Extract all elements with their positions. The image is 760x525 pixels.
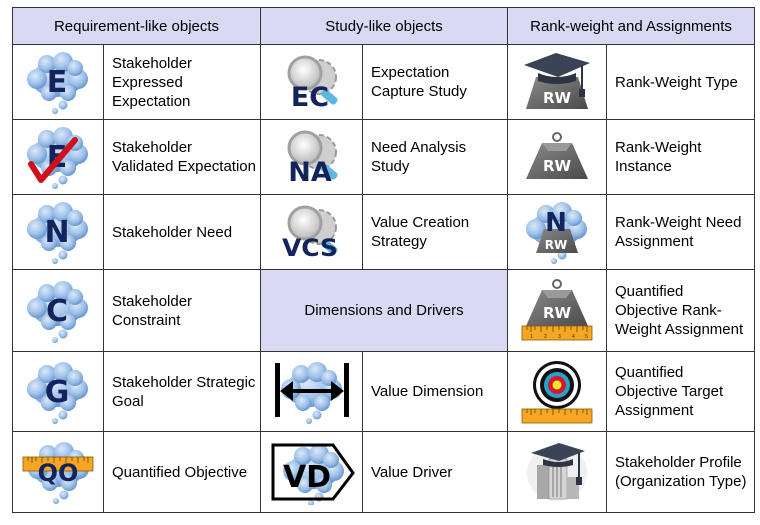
rank-label: Rank-Weight Type bbox=[606, 44, 756, 120]
requirement-label: Stakeholder Validated Expectation bbox=[102, 119, 262, 195]
dimension-icon-cell bbox=[260, 351, 364, 432]
cloud-e-icon: E bbox=[27, 52, 88, 114]
svg-text:4: 4 bbox=[572, 334, 575, 340]
study-icon-cell: NA bbox=[260, 119, 364, 195]
rank-icon-cell bbox=[507, 431, 608, 513]
study-label: Need Analysis Study bbox=[362, 119, 509, 195]
study-label: Value Creation Strategy bbox=[362, 194, 509, 270]
svg-text:RW: RW bbox=[543, 89, 572, 107]
dimensions-header: Dimensions and Drivers bbox=[260, 269, 509, 352]
value-dimension-arrow-icon bbox=[274, 361, 349, 424]
svg-text:1: 1 bbox=[530, 334, 533, 340]
svg-text:RW: RW bbox=[543, 157, 572, 175]
svg-text:RW: RW bbox=[543, 304, 572, 322]
study-label: Expectation Capture Study bbox=[362, 44, 509, 120]
rank-label: Stakeholder Profile (Organization Type) bbox=[606, 431, 756, 513]
svg-text:3: 3 bbox=[558, 334, 561, 340]
svg-text:2: 2 bbox=[544, 334, 547, 340]
requirement-label: Stakeholder Strategic Goal bbox=[102, 351, 262, 432]
requirement-icon-cell: C bbox=[12, 269, 104, 352]
graduation-cap-building-icon bbox=[527, 443, 588, 501]
dimension-label: Value Dimension bbox=[362, 351, 509, 432]
dimension-label: Value Driver bbox=[362, 431, 509, 513]
dimension-icon-cell: VD bbox=[260, 431, 364, 513]
rank-header: Rank-weight and Assignments bbox=[507, 7, 756, 45]
weight-cloud-n-rw-icon: N RW bbox=[526, 202, 588, 264]
magnifier-gear-na-icon: NA bbox=[287, 130, 340, 188]
target-ruler-icon bbox=[521, 360, 593, 423]
rank-icon-cell: RW bbox=[507, 44, 608, 120]
svg-text:5: 5 bbox=[585, 334, 588, 340]
object-types-table: Requirement-like objects Study-like obje… bbox=[11, 7, 756, 513]
cloud-qo-ruler-icon: QO bbox=[22, 442, 94, 504]
weight-ruler-rw-icon: 1 2 3 4 5 RW bbox=[521, 278, 593, 340]
svg-text:VD: VD bbox=[282, 460, 330, 495]
requirement-label: Quantified Objective bbox=[102, 431, 262, 513]
svg-text:N: N bbox=[545, 208, 567, 238]
requirement-label: Stakeholder Need bbox=[102, 194, 262, 270]
requirement-icon-cell: N bbox=[12, 194, 104, 270]
rank-icon-cell: N RW bbox=[507, 194, 608, 270]
graduation-cap-rw-icon: RW bbox=[524, 53, 591, 109]
magnifier-gear-vcs-icon: VCS bbox=[282, 205, 340, 262]
cloud-c-icon: C bbox=[27, 280, 88, 343]
weight-rw-icon: RW bbox=[525, 132, 590, 180]
svg-text:N: N bbox=[44, 215, 69, 250]
study-header: Study-like objects bbox=[260, 7, 509, 45]
requirement-icon-cell: E bbox=[12, 119, 104, 195]
rank-icon-cell: RW bbox=[507, 119, 608, 195]
svg-text:VCS: VCS bbox=[282, 234, 338, 262]
cloud-n-icon: N bbox=[27, 202, 88, 264]
rank-label: Quantified Objective Target Assignment bbox=[606, 351, 756, 432]
svg-text:RW: RW bbox=[545, 238, 567, 252]
requirement-header: Requirement-like objects bbox=[11, 7, 262, 45]
requirement-icon-cell: QO bbox=[12, 431, 104, 513]
svg-text:C: C bbox=[46, 294, 68, 329]
study-icon-cell: VCS bbox=[260, 194, 364, 270]
cloud-g-icon: G bbox=[27, 361, 88, 424]
rank-icon-cell bbox=[507, 351, 608, 432]
rank-icon-cell: 1 2 3 4 5 RW bbox=[507, 269, 608, 352]
svg-text:E: E bbox=[47, 65, 68, 100]
requirement-icon-cell: E bbox=[12, 44, 104, 120]
svg-text:G: G bbox=[45, 375, 70, 410]
requirement-label: Stakeholder Expressed Expectation bbox=[102, 44, 262, 120]
requirement-label: Stakeholder Constraint bbox=[102, 269, 262, 352]
svg-text:NA: NA bbox=[288, 157, 332, 188]
study-icon-cell: EC bbox=[260, 44, 364, 120]
rank-label: Quantified Objective Rank-Weight Assignm… bbox=[606, 269, 756, 352]
value-driver-tag-icon: VD bbox=[271, 443, 355, 505]
svg-text:EC: EC bbox=[290, 82, 328, 113]
svg-text:QO: QO bbox=[38, 459, 79, 487]
cloud-e-check-icon: E bbox=[27, 127, 88, 189]
rank-label: Rank-Weight Instance bbox=[606, 119, 756, 195]
magnifier-gear-ec-icon: EC bbox=[287, 55, 340, 113]
rank-label: Rank-Weight Need Assignment bbox=[606, 194, 756, 270]
requirement-icon-cell: G bbox=[12, 351, 104, 432]
